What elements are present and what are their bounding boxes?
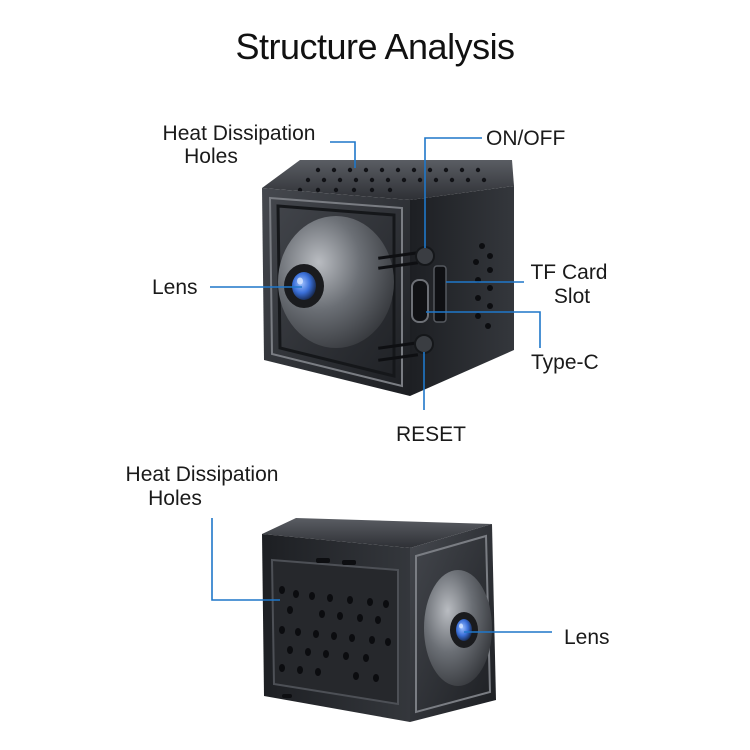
lens-glass <box>292 272 316 300</box>
reset-button <box>414 334 434 354</box>
page-title: Structure Analysis <box>235 26 515 67</box>
leader-on-off <box>424 137 482 248</box>
on-off-button <box>415 246 435 266</box>
front-inner-bezel <box>276 204 396 378</box>
side-face <box>410 186 514 396</box>
label-tf-1: TF Card <box>530 261 607 284</box>
label-heat-top-1: Heat Dissipation <box>163 122 316 145</box>
side-ports <box>378 246 447 362</box>
label-lens-top: Lens <box>152 276 198 299</box>
bottom-lens-glass <box>456 619 472 641</box>
top-heat-holes <box>297 167 487 193</box>
leader-lines <box>210 137 552 633</box>
label-type-c: Type-C <box>531 351 599 374</box>
leader-heat-top <box>330 141 356 168</box>
leader-type-c <box>426 311 541 348</box>
label-heat-bottom-2: Holes <box>148 487 202 510</box>
label-on-off: ON/OFF <box>486 127 565 150</box>
label-heat-top-2: Holes <box>184 145 238 168</box>
camera-bottom-view <box>262 518 496 722</box>
lens-plate <box>278 216 394 348</box>
bottom-cam-bezel <box>415 534 492 714</box>
label-heat-bottom-1: Heat Dissipation <box>126 463 279 486</box>
vent-panel <box>270 558 399 706</box>
lens-highlight <box>297 277 303 285</box>
type-c-port <box>411 279 429 323</box>
bottom-heat-holes <box>279 586 391 682</box>
labels: Heat Dissipation Holes ON/OFF Lens TF Ca… <box>126 122 610 649</box>
tf-card-slot <box>433 265 447 323</box>
camera-top-view <box>262 160 514 396</box>
leader-heat-bottom <box>211 518 280 601</box>
front-bezel <box>268 196 403 388</box>
side-vent-holes <box>473 243 493 329</box>
label-reset: RESET <box>396 423 466 446</box>
label-lens-bottom: Lens <box>564 626 610 649</box>
label-tf-2: Slot <box>554 285 590 308</box>
bottom-cam-top-face <box>262 518 492 548</box>
